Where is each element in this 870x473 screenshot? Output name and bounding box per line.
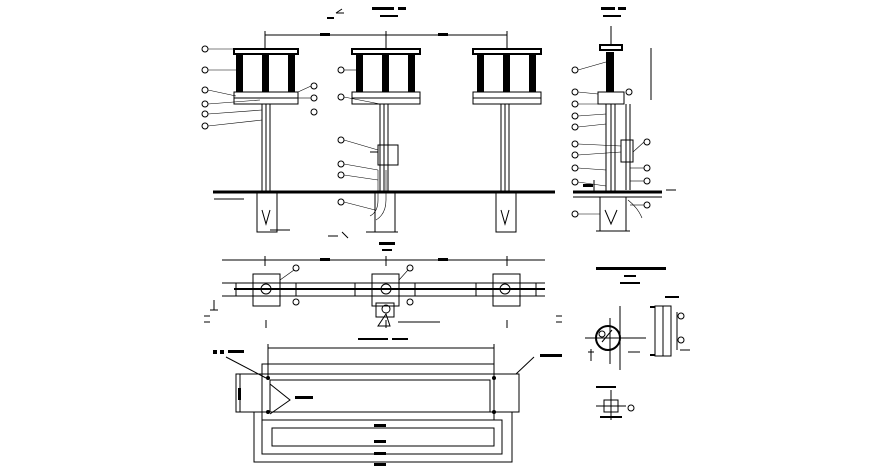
- detail-view: [585, 267, 690, 420]
- foundation-plan: [213, 344, 562, 466]
- title-mark-side-elevation: [601, 7, 626, 17]
- switch-pole-2: [351, 48, 421, 233]
- side-elevation-view: [571, 26, 676, 232]
- callout-bubbles-front-center: [328, 66, 381, 239]
- switch-pole-1: [233, 48, 299, 233]
- title-mark-front-elevation: [327, 7, 406, 19]
- front-elevation-view: [201, 31, 652, 239]
- switch-pole-3: [472, 48, 542, 233]
- plan-view: [204, 242, 562, 340]
- callout-bubbles-front-left: [201, 45, 318, 130]
